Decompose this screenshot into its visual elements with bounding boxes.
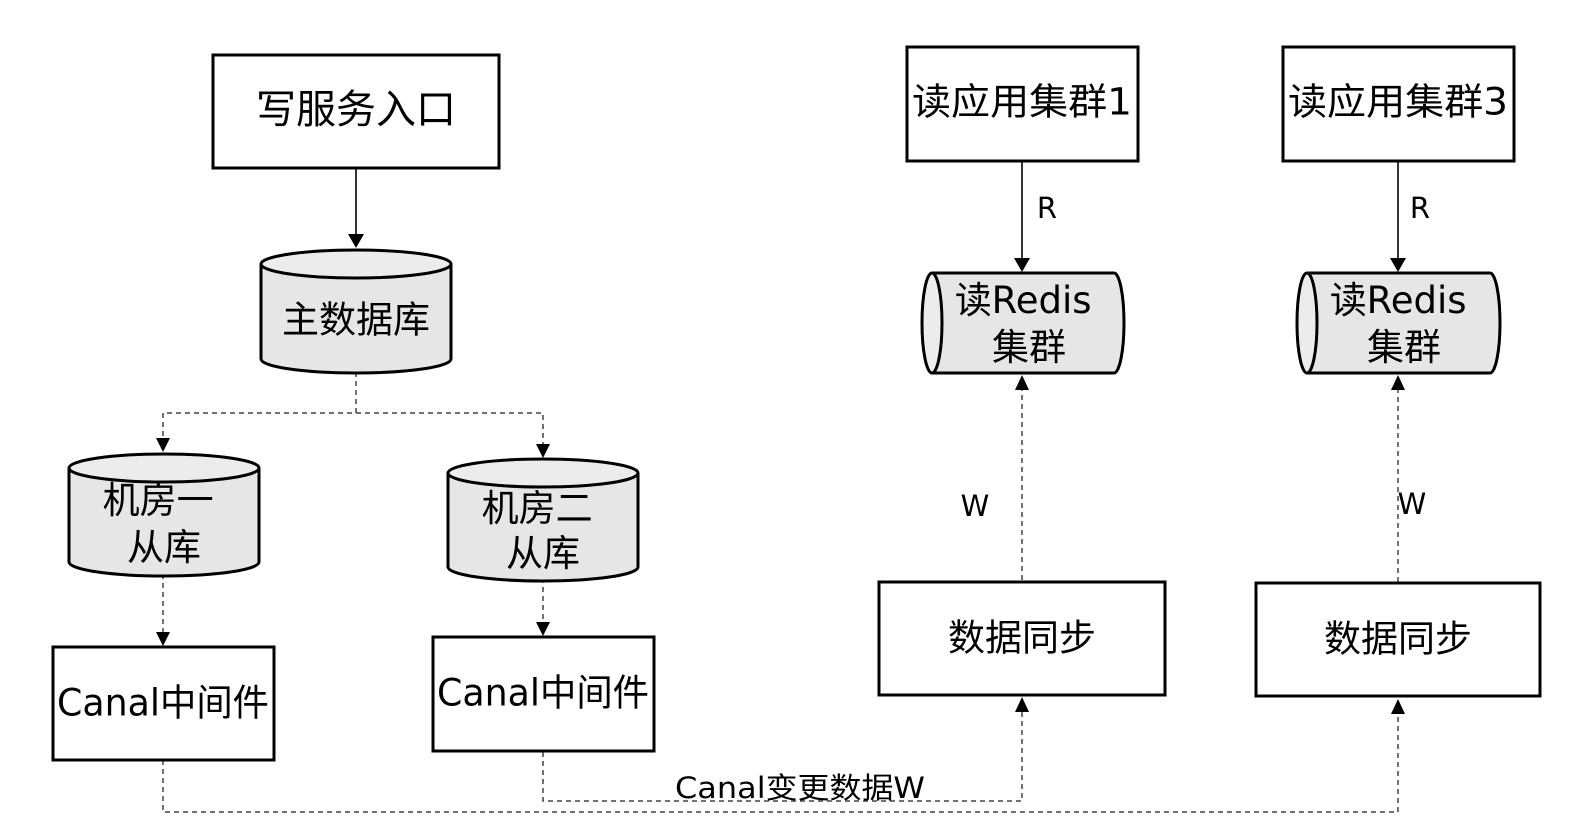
read-label-3: R — [1410, 191, 1430, 225]
master-db-label: 主数据库 — [282, 299, 430, 342]
read-label-1: R — [1037, 191, 1057, 225]
edge-master-to-slaves — [156, 372, 550, 458]
slave1-label-line2: 从库 — [127, 526, 201, 569]
edge-read-app1-to-redis1 — [1014, 161, 1030, 272]
redis3-label-line1: 读Redis — [1330, 279, 1467, 322]
canal-change-label: Canal变更数据W — [675, 771, 925, 805]
canal2-box: Canal中间件 — [431, 635, 656, 753]
edge-canal-to-sync — [162, 697, 1405, 813]
slave2-label-line2: 从库 — [506, 532, 580, 575]
write-entry-label: 写服务入口 — [256, 87, 456, 133]
slave1-label-line1: 机房一 — [103, 479, 214, 522]
redis3-cylinder: 读Redis 集群 — [1295, 271, 1502, 375]
sync2-label: 数据同步 — [1324, 618, 1472, 661]
slave1-db-cylinder: 机房一 从库 — [67, 452, 261, 578]
canal1-box: Canal中间件 — [51, 645, 276, 762]
canal1-label: Canal中间件 — [57, 682, 269, 725]
slave1-label: 机房一 从库 — [103, 479, 226, 569]
redis3-label: 读Redis 集群 — [1330, 279, 1479, 369]
read-app1-label: 读应用集群1 — [912, 81, 1132, 124]
redis1-cylinder: 读Redis 集群 — [920, 271, 1126, 375]
edge-read-app3-to-redis3 — [1390, 161, 1406, 272]
canal2-label: Canal中间件 — [437, 672, 649, 715]
edge-slave2-to-canal2 — [536, 578, 550, 636]
redis1-label-line1: 读Redis — [955, 279, 1092, 322]
redis1-label: 读Redis 集群 — [955, 279, 1104, 369]
master-db-cylinder: 主数据库 — [259, 248, 453, 375]
edge-write-to-master — [348, 168, 364, 248]
write-label-1: W — [961, 489, 990, 523]
redis3-label-line2: 集群 — [1367, 326, 1441, 369]
sync1-box: 数据同步 — [877, 580, 1167, 697]
read-app3-label: 读应用集群3 — [1288, 81, 1508, 124]
edge-sync1-to-redis1 — [1015, 375, 1029, 580]
read-app3-box: 读应用集群3 — [1281, 45, 1516, 163]
sync2-box: 数据同步 — [1254, 581, 1542, 698]
edge-sync2-to-redis3 — [1391, 375, 1405, 582]
slave2-db-cylinder: 机房二 从库 — [446, 457, 640, 583]
sync1-label: 数据同步 — [948, 617, 1096, 660]
slave2-label-line1: 机房二 — [482, 487, 593, 530]
edge-slave1-to-canal1 — [156, 574, 170, 646]
read-app1-box: 读应用集群1 — [905, 45, 1140, 163]
redis1-label-line2: 集群 — [992, 326, 1066, 369]
write-entry-box: 写服务入口 — [211, 53, 501, 170]
slave2-label: 机房二 从库 — [482, 487, 605, 575]
write-label-3: W — [1398, 487, 1427, 521]
